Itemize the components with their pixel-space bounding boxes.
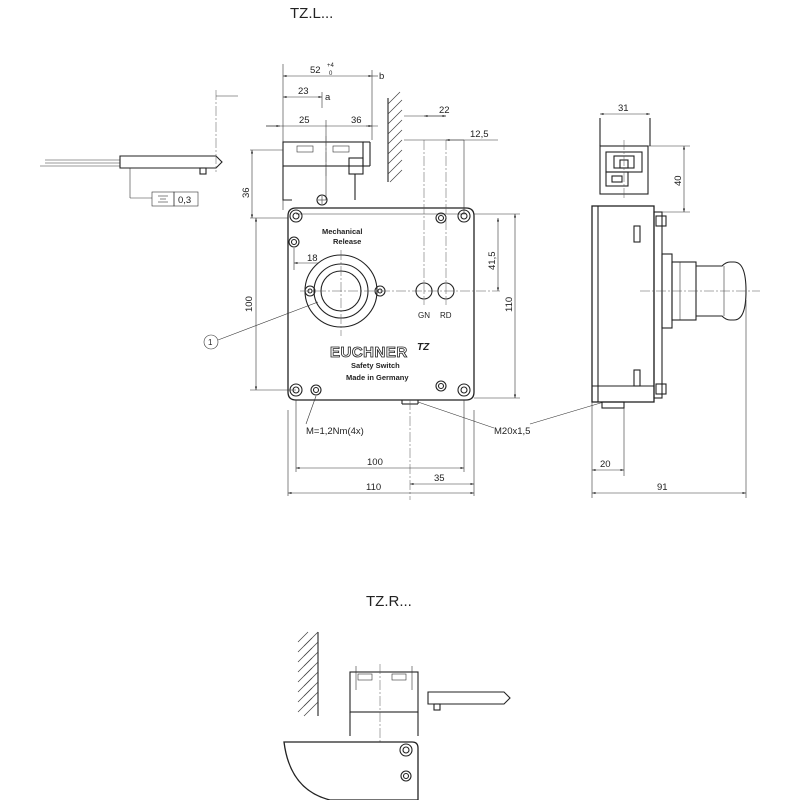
dim-52-tol-upper: +4 bbox=[327, 63, 335, 69]
dim-23: 23 bbox=[298, 86, 309, 97]
dim-41-5: 41,5 bbox=[487, 252, 498, 271]
mounting-hole-left-top bbox=[288, 236, 300, 248]
ref-b-label: b bbox=[379, 71, 384, 82]
dim-22: 22 bbox=[439, 105, 450, 116]
dim-110-horizontal: 110 bbox=[366, 482, 381, 493]
front-right-dims: 41,5 110 bbox=[474, 213, 520, 399]
dim-40: 40 bbox=[673, 175, 684, 186]
corner-screw-bottom-right bbox=[457, 383, 471, 397]
dim-36-side: 36 bbox=[241, 187, 252, 198]
mechanical-release-label-1: Mechanical bbox=[322, 227, 362, 236]
flatness-tolerance-label: 0,3 bbox=[178, 195, 191, 206]
dim-25: 25 bbox=[299, 115, 310, 126]
dim-18: 18 bbox=[307, 253, 318, 264]
actuator-head-top bbox=[282, 136, 371, 206]
switch-body-front: Mechanical Release GN RD EUCHNER TZ Safe… bbox=[287, 140, 500, 500]
torque-annotation: M=1,2Nm(4x) bbox=[305, 395, 364, 437]
wall-hatch-top bbox=[387, 91, 403, 183]
dim-52-tol-lower: 0 bbox=[329, 71, 333, 77]
view-title-tz-r: TZ.R... bbox=[366, 593, 412, 610]
callout-1-label: 1 bbox=[208, 338, 213, 347]
side-view-dims: 31 40 20 91 bbox=[591, 103, 747, 498]
corner-screw-top-left bbox=[289, 209, 303, 223]
bottom-dims: 100 35 110 bbox=[287, 400, 475, 496]
led-green bbox=[415, 140, 433, 305]
dim-12-5: 12,5 bbox=[470, 129, 489, 140]
dim-22-12-5-group: 22 12,5 bbox=[404, 105, 498, 214]
brand-logo-tz: TZ bbox=[417, 342, 430, 353]
dim-110-vertical: 110 bbox=[504, 297, 515, 312]
thread-label: M20x1,5 bbox=[494, 426, 530, 437]
tz-r-view bbox=[283, 631, 511, 800]
callout-1: 1 bbox=[203, 301, 319, 350]
plate-line-made-in: Made in Germany bbox=[346, 373, 409, 382]
led-red bbox=[437, 140, 455, 305]
brand-logo-euchner: EUCHNER bbox=[330, 344, 408, 361]
dim-100-vertical: 100 bbox=[244, 296, 255, 312]
top-dimension-set: 52 +4 0 b 23 a 25 36 bbox=[266, 63, 384, 210]
dim-91: 91 bbox=[657, 482, 668, 493]
torque-label: M=1,2Nm(4x) bbox=[306, 426, 364, 437]
dim-100-vertical-group: 100 bbox=[244, 218, 296, 391]
dim-20: 20 bbox=[600, 459, 611, 470]
dim-18-group: 18 bbox=[293, 248, 318, 270]
ref-a-label: a bbox=[325, 92, 331, 103]
mechanical-release-knob bbox=[300, 250, 500, 336]
led-green-label: GN bbox=[418, 311, 430, 320]
dim-35: 35 bbox=[434, 473, 445, 484]
dim-31: 31 bbox=[618, 103, 629, 114]
dim-52: 52 bbox=[310, 65, 321, 76]
view-title-tz-l: TZ.L... bbox=[290, 5, 333, 22]
dim-100-horizontal: 100 bbox=[367, 457, 383, 468]
actuator-side-view: 0,3 bbox=[40, 90, 238, 207]
mounting-hole-bottom-right bbox=[435, 380, 447, 392]
led-red-label: RD bbox=[440, 311, 452, 320]
switch-side-view bbox=[591, 118, 760, 409]
mechanical-release-label-2: Release bbox=[333, 237, 361, 246]
mounting-hole-bottom-left bbox=[310, 384, 322, 396]
plate-line-safety-switch: Safety Switch bbox=[351, 361, 400, 370]
dim-36-top: 36 bbox=[351, 115, 362, 126]
